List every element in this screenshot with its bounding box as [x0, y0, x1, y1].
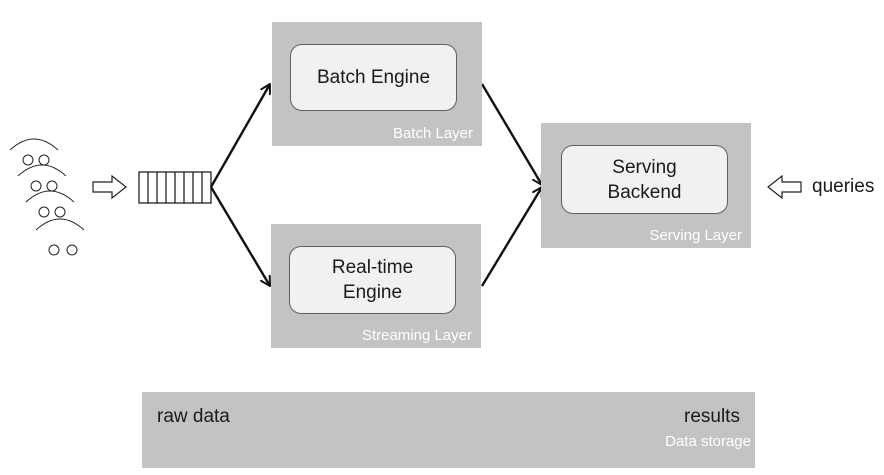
queries-label: queries: [812, 176, 875, 197]
serving-backend-label-line-2: Backend: [607, 181, 682, 203]
serving-layer-label: Serving Layer: [649, 227, 742, 244]
realtime-engine-label-line-2: Engine: [342, 282, 403, 303]
queue-to-batch-arrow: [209, 83, 272, 188]
queue-to-streaming-arrow: [209, 186, 272, 287]
serving-layer: Serving Backend Serving Layer: [541, 123, 751, 248]
realtime-engine-label-line-1: Real-time: [331, 257, 414, 278]
serving-backend-label-line-1: Serving: [612, 156, 677, 178]
batch-layer-label: Batch Layer: [392, 125, 473, 142]
batch-to-serving-arrow: [480, 83, 544, 186]
hollow-arrow-right-icon: [92, 174, 127, 200]
hollow-arrow-left-icon: [767, 174, 802, 200]
user-icon: [17, 164, 67, 192]
streaming-layer-label: Streaming Layer: [361, 327, 472, 344]
streaming-layer: Real-time Engine Streaming Layer: [271, 224, 481, 348]
serving-backend-box: Serving Backend: [561, 145, 728, 214]
batch-engine-label: Batch Engine: [316, 67, 431, 88]
raw-data-label: raw data: [157, 406, 230, 427]
user-icon: [25, 190, 75, 218]
batch-layer: Batch Engine Batch Layer: [272, 22, 482, 146]
user-group-icon: [9, 138, 85, 256]
message-queue-icon: [138, 171, 212, 204]
user-icon: [9, 138, 59, 166]
streaming-to-serving-arrow: [480, 186, 544, 287]
results-label: results: [684, 406, 740, 427]
realtime-engine-box: Real-time Engine: [289, 246, 456, 314]
data-storage-layer: raw data results Data storage: [142, 392, 755, 468]
data-storage-label: Data storage: [665, 433, 751, 450]
batch-engine-box: Batch Engine: [290, 44, 457, 111]
user-icon: [35, 218, 85, 256]
